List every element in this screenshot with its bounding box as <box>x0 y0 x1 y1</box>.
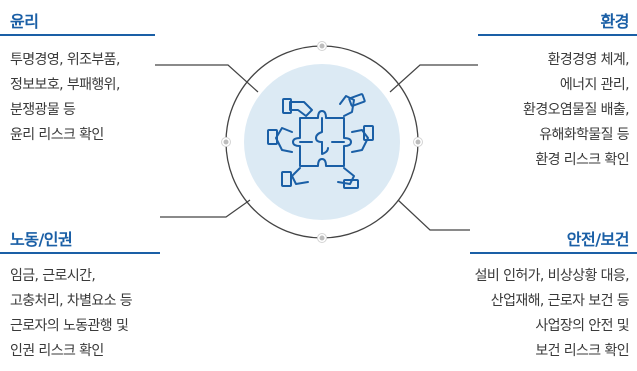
labor-line: 고충처리, 차별요소 등 <box>10 293 133 309</box>
labor-line: 근로자의 노동관행 및 <box>10 318 129 334</box>
section-rule-safety <box>470 252 637 254</box>
section-title-safety: 안전/보건 <box>566 230 630 249</box>
environment-line: 환경오염물질 배출, <box>523 102 630 118</box>
section-title-ethics: 윤리 <box>10 12 39 31</box>
safety-line: 산업재해, 근로자 보건 등 <box>490 293 630 309</box>
labor-line: 인권 리스크 확인 <box>10 343 104 359</box>
safety-line: 사업장의 안전 및 <box>535 318 629 334</box>
environment-line: 환경 리스크 확인 <box>535 152 629 168</box>
ethics-line: 투명경영, 위조부품, <box>10 52 120 68</box>
connector-bottom-left <box>160 199 251 218</box>
ethics-line: 분쟁광물 등 <box>10 102 76 118</box>
section-title-environment: 환경 <box>600 12 630 31</box>
safety-line: 보건 리스크 확인 <box>535 343 629 359</box>
ethics-line: 윤리 리스크 확인 <box>10 127 104 143</box>
section-body-labor: 임금, 근로시간, 고충처리, 차별요소 등 근로자의 노동관행 및 인권 리스… <box>10 264 133 364</box>
section-body-ethics: 투명경영, 위조부품, 정보보호, 부패행위, 분쟁광물 등 윤리 리스크 확인 <box>10 48 120 148</box>
connector-bottom-right <box>397 199 470 231</box>
section-title-labor: 노동/인권 <box>10 230 73 249</box>
section-rule-labor <box>0 252 160 254</box>
section-body-environment: 환경경영 체계, 에너지 관리, 환경오염물질 배출, 유해화학물질 등 환경 … <box>523 48 630 173</box>
ring-dots <box>221 41 423 243</box>
section-body-safety: 설비 인허가, 비상상황 대응, 산업재해, 근로자 보건 등 사업장의 안전 … <box>474 264 630 364</box>
safety-line: 설비 인허가, 비상상황 대응, <box>474 268 630 284</box>
labor-line: 임금, 근로시간, <box>10 268 96 284</box>
environment-line: 환경경영 체계, <box>547 52 630 68</box>
environment-line: 유해화학물질 등 <box>539 127 629 143</box>
ethics-line: 정보보호, 부패행위, <box>10 77 120 93</box>
hands-puzzle-icon <box>267 93 374 189</box>
connector-top-left <box>155 64 259 93</box>
connector-top-right <box>389 64 478 93</box>
section-rule-environment <box>478 34 637 36</box>
section-rule-ethics <box>0 34 155 36</box>
environment-line: 에너지 관리, <box>559 77 630 93</box>
